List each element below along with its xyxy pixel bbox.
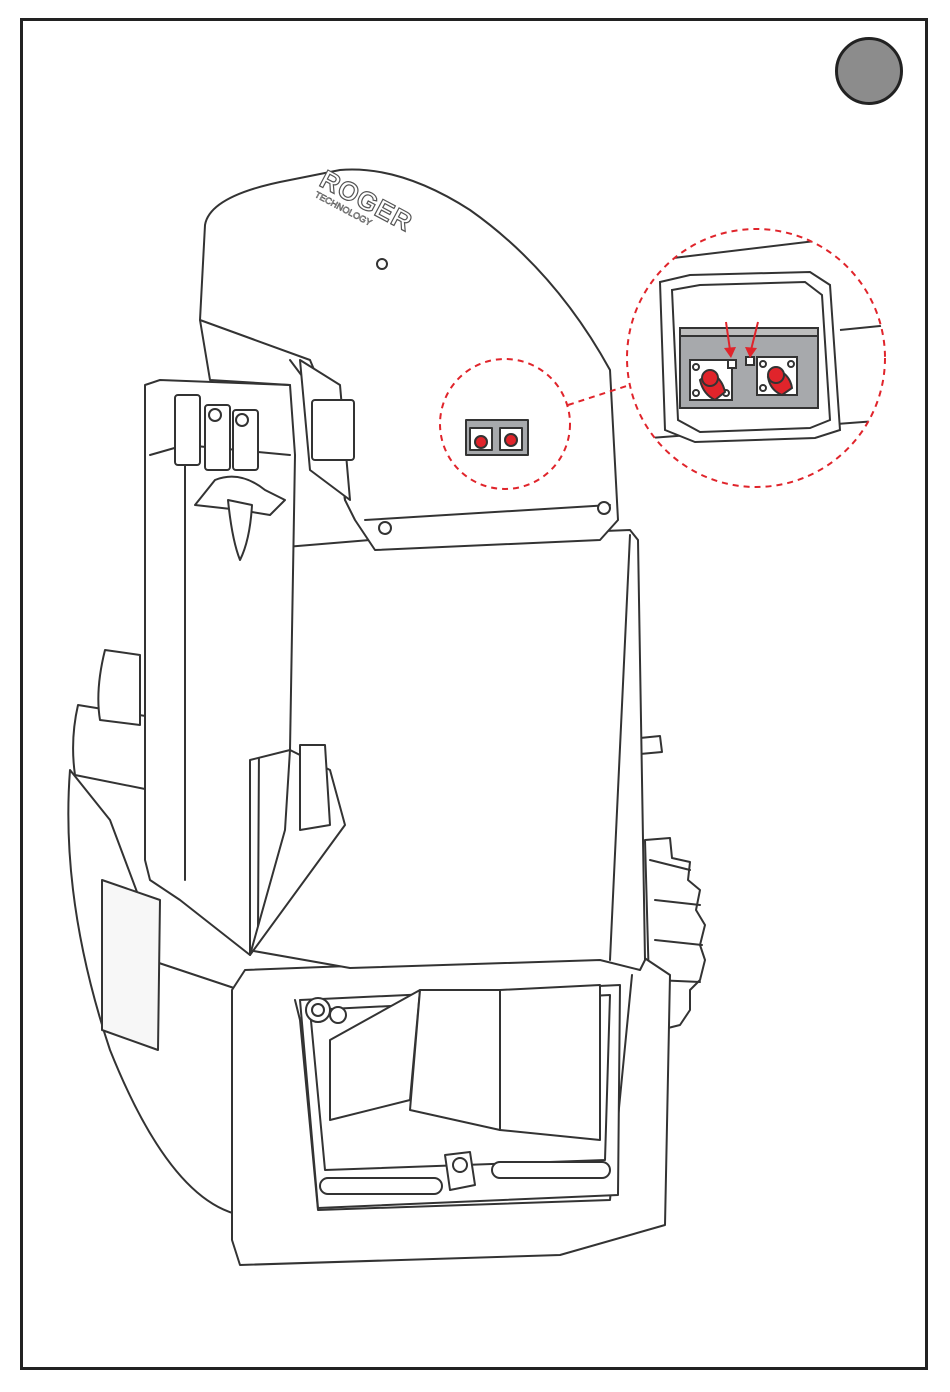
callout-zoom (620, 225, 900, 495)
